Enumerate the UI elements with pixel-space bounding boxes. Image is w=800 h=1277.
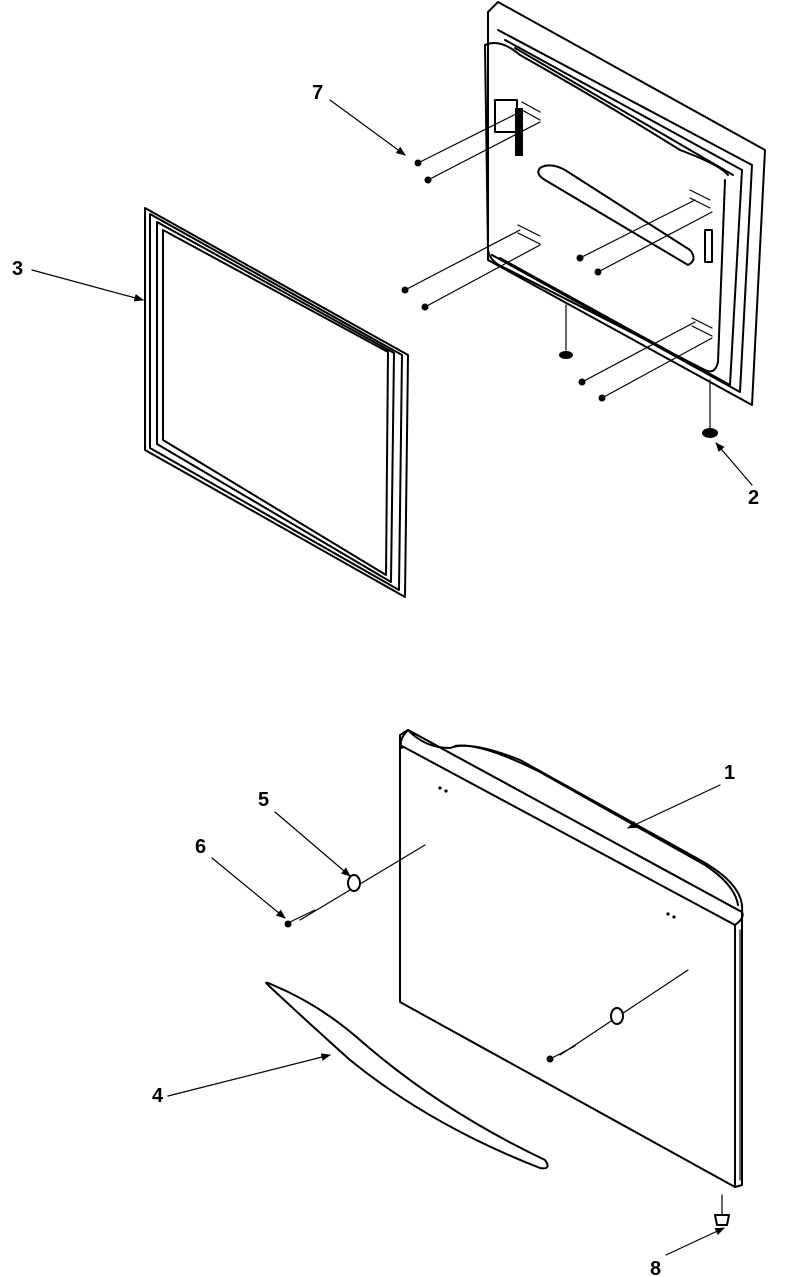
callout-7: 7 [312, 82, 323, 104]
drawer-front [399, 729, 744, 1188]
callout-1: 1 [724, 762, 735, 784]
door-liner [484, 1, 766, 406]
handle-studs [284, 844, 689, 1063]
door-gasket [144, 207, 409, 598]
callouts: 7 3 2 1 5 6 4 8 [12, 82, 759, 1277]
door-liner-screws [401, 111, 713, 402]
callout-3: 3 [12, 258, 23, 280]
drawer-foot [714, 1194, 730, 1226]
door-stops [559, 304, 718, 438]
drawer-handle [265, 981, 549, 1170]
callout-8: 8 [650, 1258, 661, 1277]
callout-4: 4 [152, 1085, 164, 1107]
callout-6: 6 [195, 836, 206, 858]
callout-5: 5 [258, 789, 269, 811]
callout-2: 2 [748, 487, 759, 509]
